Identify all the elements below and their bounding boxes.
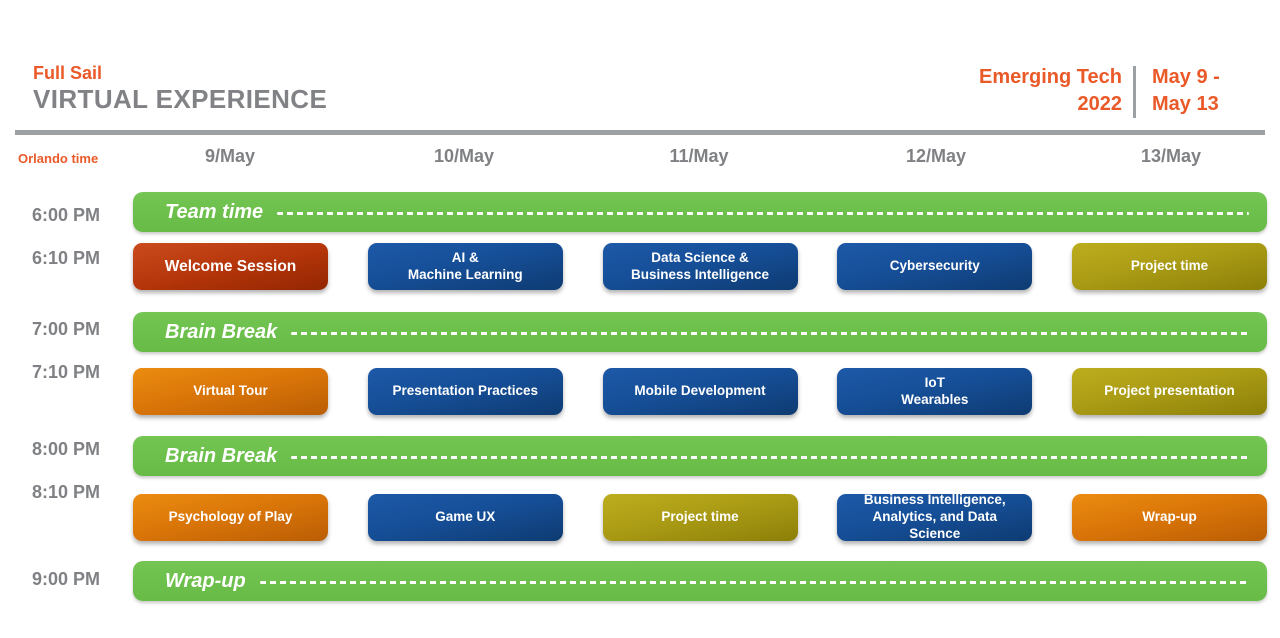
dashed-line <box>259 580 1249 584</box>
time-label-800pm: 8:00 PM <box>31 439 101 459</box>
brand-logo: Full Sail VIRTUAL EXPERIENCE <box>33 62 327 114</box>
day-header-11-may: 11/May <box>669 146 729 166</box>
session-psychology-of-play: Psychology of Play <box>133 494 328 541</box>
banner-brain-break-2-label: Brain Break <box>165 444 278 467</box>
day-header-9-may: 9/May <box>204 146 256 166</box>
time-label-810pm: 8:10 PM <box>31 482 101 502</box>
session-bi-analytics-data-science: Business Intelligence, Analytics, and Da… <box>837 492 1033 541</box>
dashed-line <box>291 455 1249 459</box>
date-range-end: May 13 <box>1152 93 1219 115</box>
banner-brain-break-1-label: Brain Break <box>165 320 278 343</box>
session-wrap-up: Wrap-up <box>1072 494 1267 541</box>
date-range-start: May 9 - <box>1152 66 1220 88</box>
day-header-13-may: 13/May <box>1140 146 1202 166</box>
session-cybersecurity: Cybersecurity <box>837 243 1033 290</box>
session-mobile-development: Mobile Development <box>602 368 798 415</box>
session-virtual-tour: Virtual Tour <box>133 368 328 415</box>
brand-name: Full Sail <box>33 63 103 83</box>
time-label-610pm: 6:10 PM <box>31 248 101 268</box>
header-divider <box>1133 66 1136 118</box>
banner-wrap-up-label: Wrap-up <box>165 569 246 592</box>
dashed-line <box>291 331 1249 335</box>
day-header-10-may: 10/May <box>433 146 495 166</box>
time-label-710pm: 7:10 PM <box>31 362 101 382</box>
time-label-900pm: 9:00 PM <box>31 569 101 589</box>
banner-brain-break-1: Brain Break <box>133 312 1267 352</box>
session-game-ux: Game UX <box>367 494 563 541</box>
session-row-810pm: Psychology of Play Game UX Project time … <box>133 492 1267 541</box>
banner-brain-break-2: Brain Break <box>133 436 1267 476</box>
session-data-science-bi: Data Science & Business Intelligence <box>602 243 798 290</box>
session-project-time-fri: Project time <box>1072 243 1267 290</box>
session-welcome-session: Welcome Session <box>133 243 328 290</box>
dashed-line <box>277 211 1249 215</box>
session-project-presentation: Project presentation <box>1072 368 1267 415</box>
session-presentation-practices: Presentation Practices <box>367 368 563 415</box>
session-row-710pm: Virtual Tour Presentation Practices Mobi… <box>133 368 1267 415</box>
banner-team-time: Team time <box>133 192 1267 232</box>
date-range: May 9 - May 13 <box>1152 64 1220 118</box>
program-year: 2022 <box>1077 93 1123 115</box>
session-project-time-wed: Project time <box>602 494 798 541</box>
banner-team-time-label: Team time <box>165 200 264 223</box>
day-header-12-may: 12/May <box>905 146 967 166</box>
header-rule <box>15 130 1265 135</box>
program-title: Emerging Tech 2022 <box>860 64 1122 118</box>
page-title: VIRTUAL EXPERIENCE <box>33 84 328 114</box>
session-ai-machine-learning: AI & Machine Learning <box>367 243 563 290</box>
session-row-610pm: Welcome Session AI & Machine Learning Da… <box>133 243 1267 290</box>
time-label-700pm: 7:00 PM <box>31 319 101 339</box>
program-name: Emerging Tech <box>979 66 1122 88</box>
timezone-label: Orlando time <box>18 151 99 166</box>
banner-wrap-up: Wrap-up <box>133 561 1267 601</box>
session-iot-wearables: IoT Wearables <box>837 368 1033 415</box>
time-label-600pm: 6:00 PM <box>31 205 101 225</box>
